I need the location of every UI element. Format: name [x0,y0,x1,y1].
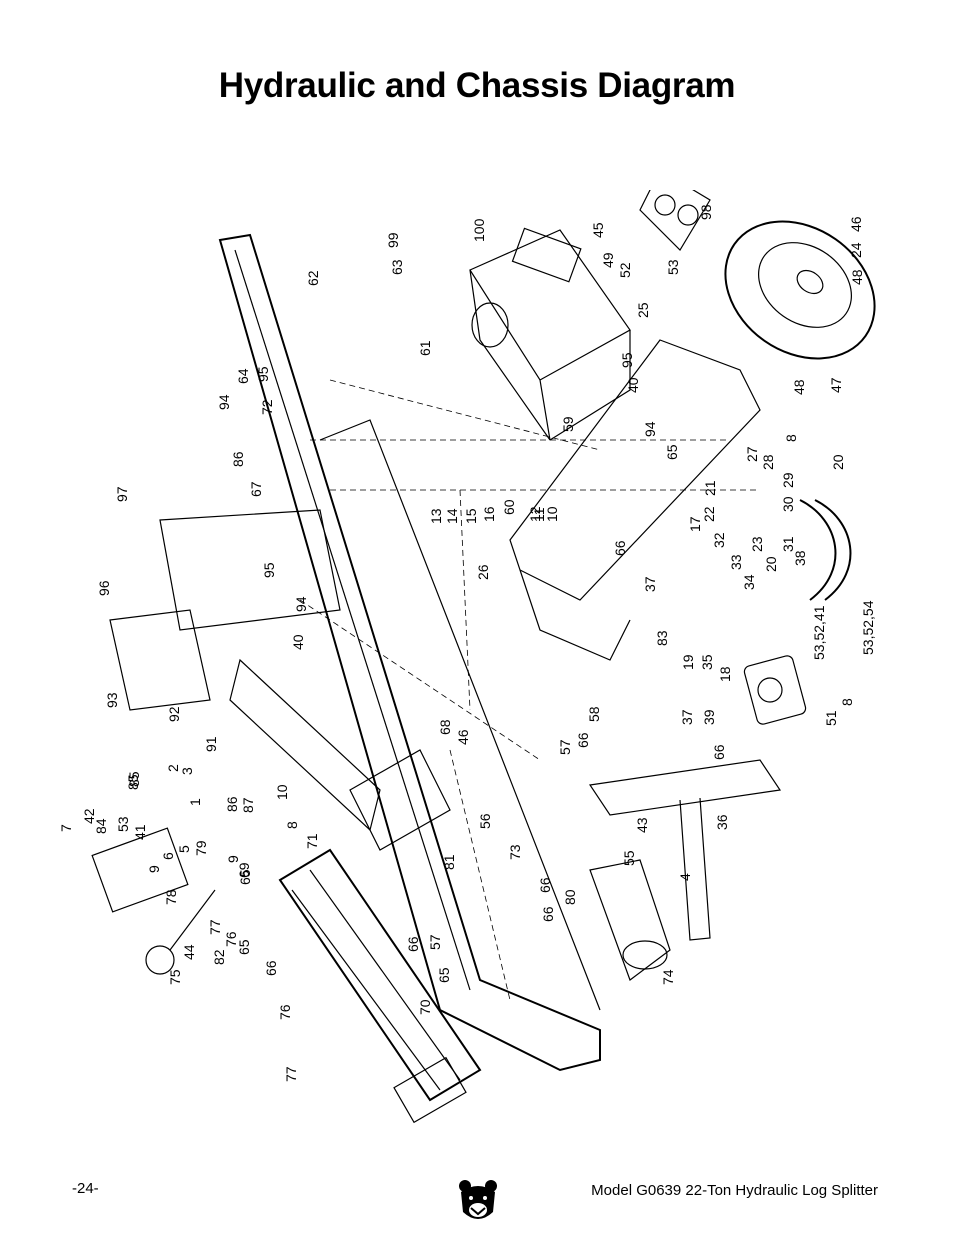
hydraulic-cylinder [278,848,482,1124]
hose [799,499,852,601]
foot-plate [589,859,671,981]
main-beam [218,233,601,1072]
control-valve [91,827,216,975]
wheel [724,220,876,360]
page-title: Hydraulic and Chassis Diagram [218,66,736,105]
hydraulic-pump [743,655,807,725]
decal [639,169,711,251]
jack-stand [588,759,782,941]
tongue-channel [509,339,761,661]
engine [469,227,631,441]
assembly-lines [299,379,760,1001]
wedge-assembly [109,509,451,851]
model-footer: Model G0639 22-Ton Hydraulic Log Splitte… [591,1182,878,1199]
page-number: -24- [72,1180,99,1197]
bear-head-icon [459,1180,497,1219]
exploded-parts-diagram [40,169,920,1150]
